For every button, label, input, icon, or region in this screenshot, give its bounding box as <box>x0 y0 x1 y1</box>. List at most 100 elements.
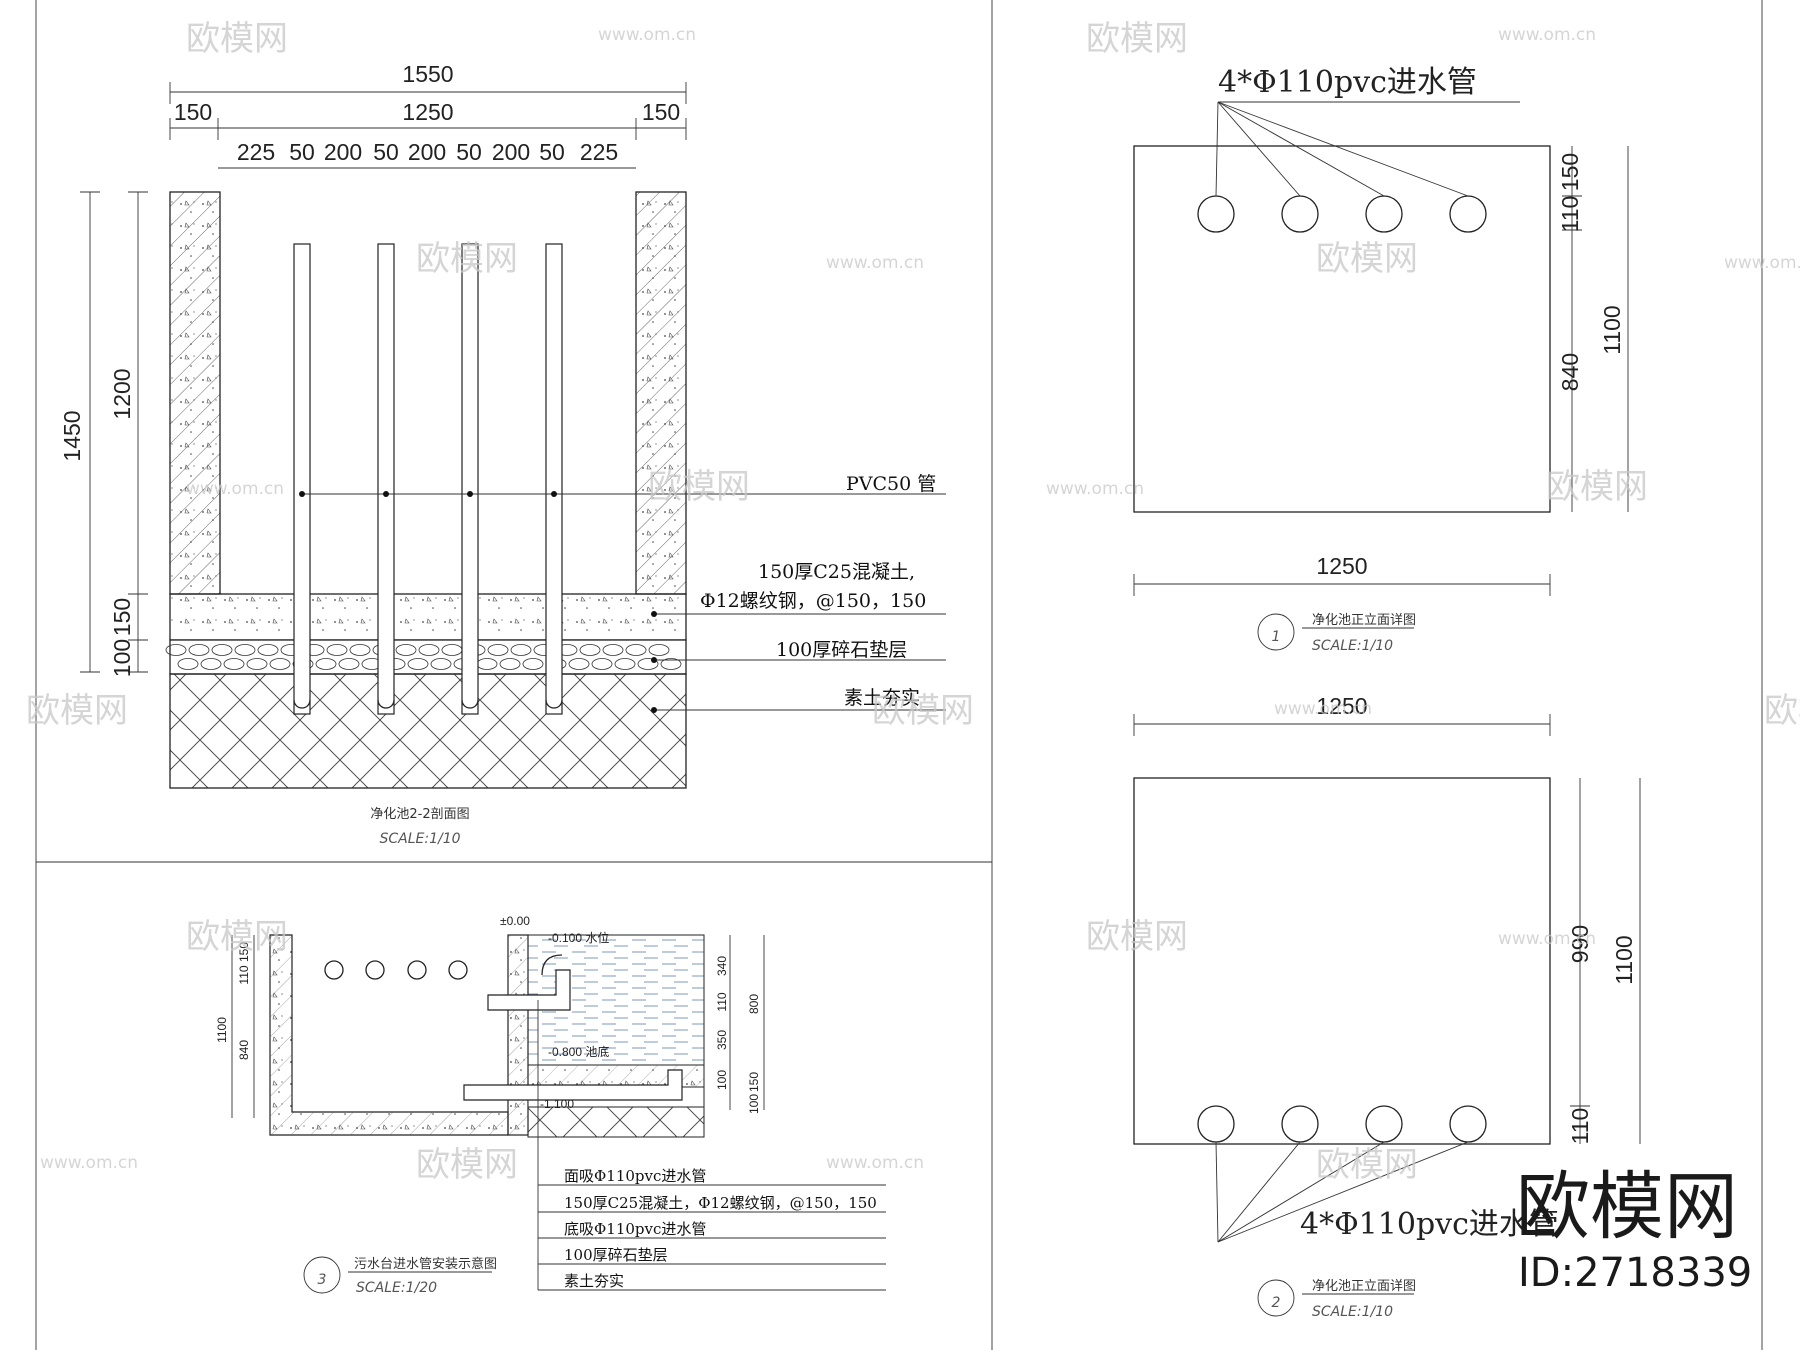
level-base: -1.100 <box>540 1097 574 1111</box>
elev1-dim-c: 840 <box>1557 353 1583 391</box>
gravel-layer <box>165 639 687 675</box>
concrete-slab <box>169 593 687 641</box>
label-gravel: 100厚碎石垫层 <box>776 639 907 661</box>
label-concrete-2: Φ12螺纹钢，@150，150 <box>700 590 926 612</box>
elev1-dim-total: 1100 <box>1599 305 1625 354</box>
wm-brand: 欧模网 <box>1764 691 1800 731</box>
note-4: 素土夯实 <box>564 1272 624 1290</box>
dim-r-e: 150 <box>747 1072 761 1092</box>
dim-sub: 225 <box>237 139 275 165</box>
install-scale: SCALE:1/20 <box>356 1280 437 1296</box>
section-2-2: 1550 150 1250 150 225 50 200 50 200 50 2… <box>59 61 946 847</box>
diagram-number-3: 3 <box>318 1272 327 1288</box>
diagram-number-1: 1 <box>1272 629 1281 645</box>
dim-sub: 50 <box>373 139 399 165</box>
elev1-basin <box>1133 145 1551 513</box>
elev1-dim-b: 110 <box>1557 196 1583 233</box>
elev2-holes <box>1197 1105 1487 1243</box>
elev1-dim-a: 150 <box>1557 153 1583 191</box>
label-pvc50: PVC50 管 <box>846 473 936 495</box>
diagram-number-2: 2 <box>1272 1295 1281 1311</box>
dim-sub: 200 <box>408 139 446 165</box>
dim-1450: 1450 <box>59 410 85 461</box>
dim-top-total: 1550 <box>169 61 687 104</box>
dim-r-f: 100 <box>747 1094 761 1114</box>
dim-1550: 1550 <box>402 61 453 87</box>
install-title: 污水台进水管安装示意图 <box>354 1256 497 1272</box>
install-diagram-3: ±0.00 -0.100 水位 -0.800 池底 -1.100 150 110… <box>215 914 886 1296</box>
wm-brand: 欧模网 <box>1316 1145 1418 1185</box>
wm-brand: 欧模网 <box>648 467 750 507</box>
wm-brand: 欧模网 <box>1086 19 1188 59</box>
wm-site: www.om.cn <box>826 1153 924 1173</box>
wm-brand: 欧模网 <box>186 19 288 59</box>
dim-sub: 50 <box>289 139 315 165</box>
model-id: ID:2718339 <box>1518 1250 1752 1296</box>
wm-site: www.om.cn <box>40 1153 138 1173</box>
wm-site: www.om.cn <box>1274 699 1372 719</box>
compacted-soil <box>169 673 687 789</box>
note-2: 底吸Φ110pvc进水管 <box>564 1220 706 1238</box>
level-bottom: -0.800 池底 <box>548 1044 609 1059</box>
inlet-holes <box>324 960 468 980</box>
elev2-basin <box>1133 777 1551 1145</box>
wm-brand: 欧模网 <box>416 1145 518 1185</box>
dim-top-split: 150 1250 150 <box>169 99 687 140</box>
section-scale: SCALE:1/10 <box>379 831 460 847</box>
note-0: 面吸Φ110pvc进水管 <box>564 1167 706 1185</box>
dim-l-c: 840 <box>237 1040 251 1060</box>
dim-100: 100 <box>109 639 135 677</box>
elev2-dim-total: 1100 <box>1611 935 1637 984</box>
dim-r-c: 350 <box>715 1030 729 1050</box>
dim-150: 150 <box>109 598 135 636</box>
note-3: 100厚碎石垫层 <box>564 1246 668 1264</box>
brand-logo-text: 欧模网 <box>1516 1164 1738 1250</box>
wm-brand: 欧模网 <box>186 917 288 957</box>
elevation-1: 4*Φ110pvc进水管 150 110 840 1100 1250 1 净化池… <box>1133 65 1629 654</box>
note-1: 150厚C25混凝土，Φ12螺纹钢，@150，150 <box>564 1194 877 1212</box>
dim-r-a: 340 <box>715 956 729 976</box>
dim-sub: 200 <box>324 139 362 165</box>
elev1-scale: SCALE:1/10 <box>1312 638 1393 654</box>
wm-brand: 欧模网 <box>1316 239 1418 279</box>
brand-stamp: 欧模网 ID:2718339 <box>1516 1164 1752 1296</box>
wm-site: www.om.cn <box>1724 253 1800 273</box>
dim-l-a: 150 <box>237 942 251 962</box>
elev2-title: 净化池正立面详图 <box>1312 1279 1416 1294</box>
wm-site: www.om.cn <box>1498 929 1596 949</box>
dim-150-right: 150 <box>642 99 680 125</box>
wm-site: www.om.cn <box>598 25 696 45</box>
level-water: -0.100 水位 <box>548 930 609 945</box>
section-leaders: PVC50 管 150厚C25混凝土, Φ12螺纹钢，@150，150 100厚… <box>299 473 946 713</box>
dim-r-b: 110 <box>715 992 729 1011</box>
dim-r-d: 100 <box>715 1070 729 1090</box>
elev1-dim-bottom: 1250 <box>1316 553 1367 579</box>
sheet-frame <box>35 0 1763 1350</box>
section-title: 净化池2-2剖面图 <box>370 807 469 822</box>
elevation-2: 1250 990 110 1100 4*Φ110pvc进水管 2 净化池正立面详… <box>1133 693 1641 1320</box>
elev2-pipe-label: 4*Φ110pvc进水管 <box>1300 1207 1559 1242</box>
wm-brand: 欧模网 <box>872 691 974 731</box>
label-concrete-1: 150厚C25混凝土, <box>758 561 915 583</box>
dim-sub: 50 <box>539 139 565 165</box>
wm-site: www.om.cn <box>1046 479 1144 499</box>
wm-site: www.om.cn <box>826 253 924 273</box>
pvc50-pipes <box>293 243 563 715</box>
wm-brand: 欧模网 <box>1546 467 1648 507</box>
watermark-layer: 欧模网 www.om.cn 欧模网 www.om.cn 欧模网 欧模网 www.… <box>26 19 1800 1185</box>
label-soil: 素土夯实 <box>844 687 920 709</box>
dim-sub-split: 225 50 200 50 200 50 200 50 225 <box>218 139 636 169</box>
dim-l-total: 1100 <box>215 1017 229 1043</box>
dim-1250: 1250 <box>402 99 453 125</box>
dim-1200: 1200 <box>109 368 135 419</box>
wm-brand: 欧模网 <box>1086 917 1188 957</box>
dim-l-b: 110 <box>237 965 251 984</box>
elev2-dim-b: 110 <box>1567 1108 1593 1145</box>
elev2-dim-a: 990 <box>1567 925 1593 963</box>
elev2-dim-top: 1250 <box>1316 693 1367 719</box>
dim-sub: 200 <box>492 139 530 165</box>
dim-r-total: 800 <box>747 994 761 1014</box>
wm-site: www.om.cn <box>1498 25 1596 45</box>
dim-150-left: 150 <box>174 99 212 125</box>
